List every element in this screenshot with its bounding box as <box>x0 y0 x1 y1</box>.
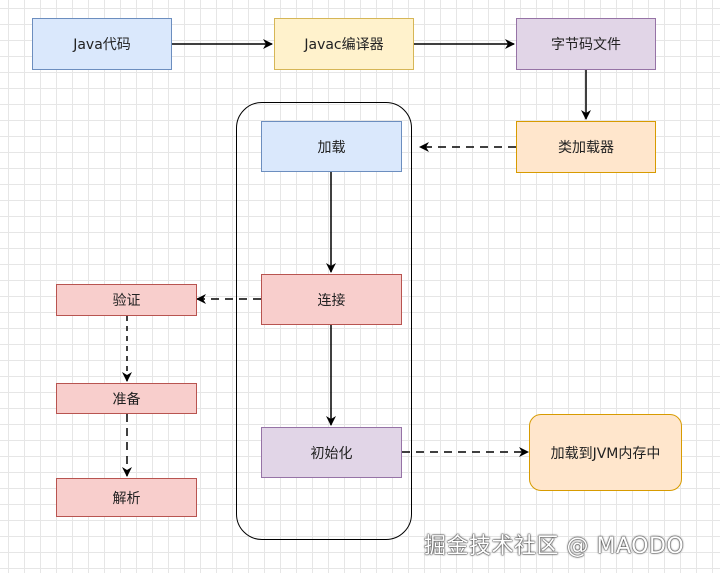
linking-label: 连接 <box>317 292 346 309</box>
load-into-jvm-memory-label: 加载到JVM内存中 <box>550 445 661 462</box>
load-into-jvm-memory-box: 加载到JVM内存中 <box>529 414 682 491</box>
class-loader-box: 类加载器 <box>516 121 656 173</box>
verification-box: 验证 <box>56 284 197 316</box>
resolution-box: 解析 <box>56 478 197 517</box>
class-loader-label: 类加载器 <box>558 140 614 156</box>
initialization-box: 初始化 <box>261 427 402 478</box>
preparation-box: 准备 <box>56 383 197 414</box>
resolution-label: 解析 <box>112 490 141 507</box>
watermark-text: 掘金技术社区 @ MAODO <box>424 534 685 559</box>
loading-label: 加载 <box>317 139 346 156</box>
java-code-box: Java代码 <box>32 18 172 70</box>
loading-box: 加载 <box>261 121 402 172</box>
linking-phase-group <box>236 102 412 540</box>
initialization-label: 初始化 <box>310 445 353 462</box>
javac-compiler-label: Javac编译器 <box>304 37 384 53</box>
javac-compiler-box: Javac编译器 <box>274 18 414 70</box>
linking-box: 连接 <box>261 274 402 325</box>
preparation-label: 准备 <box>112 391 141 408</box>
bytecode-file-label: 字节码文件 <box>551 37 621 53</box>
java-code-label: Java代码 <box>73 37 131 53</box>
bytecode-file-box: 字节码文件 <box>516 18 656 70</box>
verification-label: 验证 <box>112 293 141 309</box>
